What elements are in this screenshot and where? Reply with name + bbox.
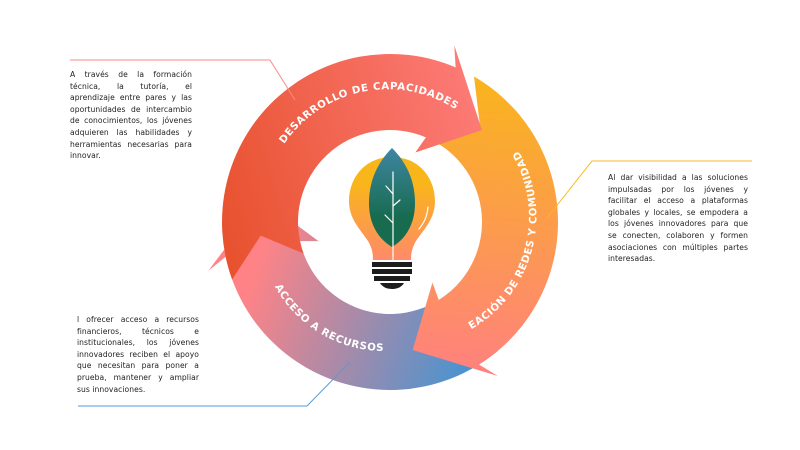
bulb-base-stripe	[374, 276, 410, 281]
lightbulb-leaf-icon	[349, 148, 435, 289]
leaf-vein	[384, 171, 401, 261]
bulb-base-stripe	[372, 269, 412, 274]
description-redes: Al dar visibilidad a las soluciones impu…	[608, 173, 748, 264]
connector-line-recursos	[78, 361, 351, 407]
arrow-segment-redes	[412, 76, 558, 377]
bulb-highlight	[418, 206, 429, 230]
cycle-ring	[208, 45, 558, 391]
description-recursos: l ofrecer acceso a recursos financieros,…	[77, 315, 199, 394]
bulb-base	[372, 262, 412, 289]
connector-line-capacidades	[70, 59, 296, 101]
bulb-base-stripe	[372, 262, 412, 267]
description-capacidades: A través de la formación técnica, la tut…	[70, 70, 192, 161]
leaf	[369, 148, 415, 247]
connector-line-redes	[546, 160, 752, 219]
arrow-segment-capacidades	[222, 45, 482, 280]
bulb-base-cap	[380, 283, 404, 289]
